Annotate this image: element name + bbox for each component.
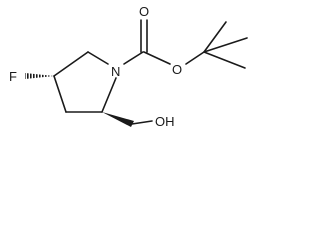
atom-label-carbonyl-oxygen: O: [139, 4, 149, 19]
atom-label-ester-oxygen: O: [172, 62, 182, 77]
bond-tert-butyl-methyl-up: [203, 21, 227, 53]
bond-tert-butyl-methyl-down: [203, 51, 246, 69]
ring-bond-n-c2: [101, 77, 117, 113]
bold-wedge-bond-ch2: [102, 112, 134, 127]
atom-label-hydroxyl: OH: [155, 114, 175, 129]
bond-ester-oxygen-tert-carbon: [185, 51, 205, 65]
bond-n-carbonyl-carbon: [123, 51, 144, 65]
structure-diagram: F N O O OH: [9, 4, 248, 129]
atom-label-fluorine: F: [9, 69, 17, 84]
atom-label-nitrogen: N: [111, 64, 120, 79]
bond-ch2-oh: [131, 120, 153, 125]
ring-bond-c3-c4: [53, 75, 67, 113]
ring-bond-c5-n: [87, 51, 109, 65]
bond-tert-butyl-methyl-right: [203, 37, 248, 53]
ring-bond-c4-c5: [53, 51, 89, 77]
hashed-wedge-bond-fluorine: [25, 73, 54, 79]
bond-carbonyl-ester-oxygen: [143, 51, 171, 65]
